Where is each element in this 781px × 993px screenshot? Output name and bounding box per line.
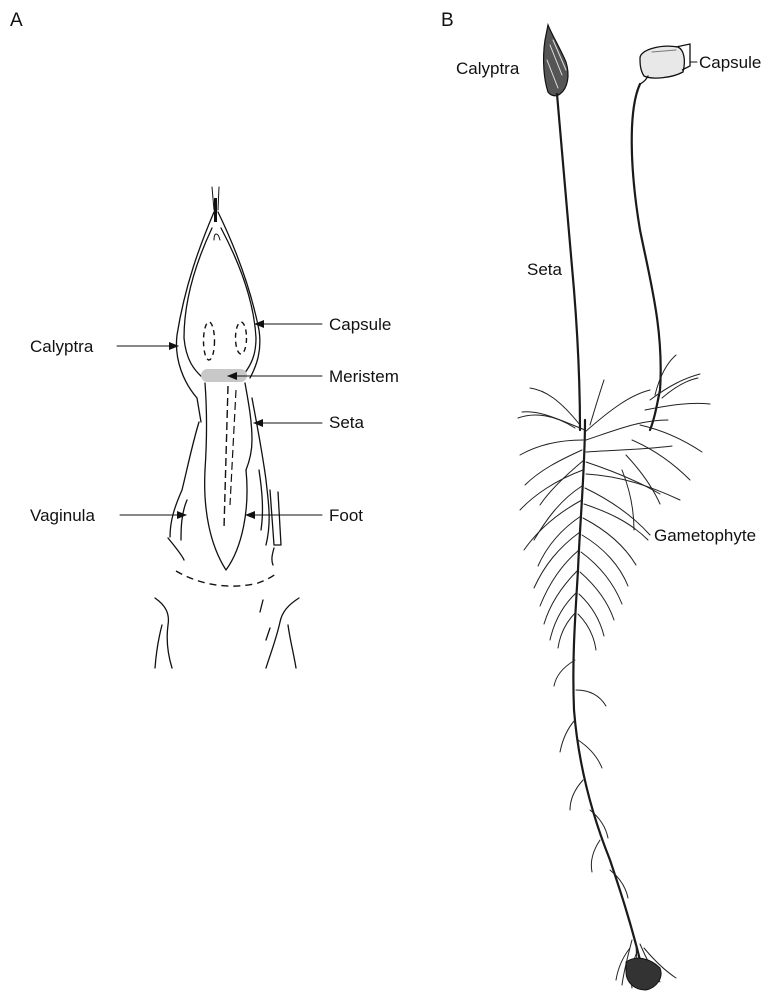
vaginula-left: [170, 422, 199, 537]
sporogenous-left: [204, 322, 215, 360]
seta-shape: [205, 383, 252, 470]
capsule-b-shape: [640, 44, 690, 84]
label-b-gametophyte: Gametophyte: [654, 526, 756, 545]
panel-a-letter: A: [10, 10, 23, 31]
rhizoids: [616, 940, 676, 990]
capsule-body: [184, 228, 256, 378]
panel-b-letter: B: [441, 10, 454, 31]
gametophyte-stem: [573, 420, 640, 960]
panel-a-diagram: [155, 187, 299, 668]
sporogenous-right: [236, 322, 247, 354]
moss-plant-illustration: [518, 25, 710, 990]
calyptra-outer: [176, 212, 214, 422]
label-a-capsule: Capsule: [329, 315, 391, 334]
label-b-calyptra: Calyptra: [456, 59, 520, 78]
seta-right: [632, 84, 661, 430]
label-a-seta: Seta: [329, 413, 365, 432]
label-a-foot: Foot: [329, 506, 363, 525]
central-strand: [224, 386, 228, 528]
boundary-dashed: [176, 571, 277, 586]
label-b-capsule: Capsule: [699, 53, 761, 72]
gametophyte-leaves: [518, 355, 710, 898]
label-a-calyptra: Calyptra: [30, 337, 94, 356]
label-a-vaginula: Vaginula: [30, 506, 95, 525]
label-a-meristem: Meristem: [329, 367, 399, 386]
calyptra-tip-dark: [214, 198, 217, 222]
panel-b: B: [441, 10, 761, 990]
gametophyte-stem-a: [155, 598, 172, 668]
vaginula-right: [252, 398, 269, 545]
panel-a: A: [10, 10, 399, 668]
label-b-seta: Seta: [527, 260, 563, 279]
